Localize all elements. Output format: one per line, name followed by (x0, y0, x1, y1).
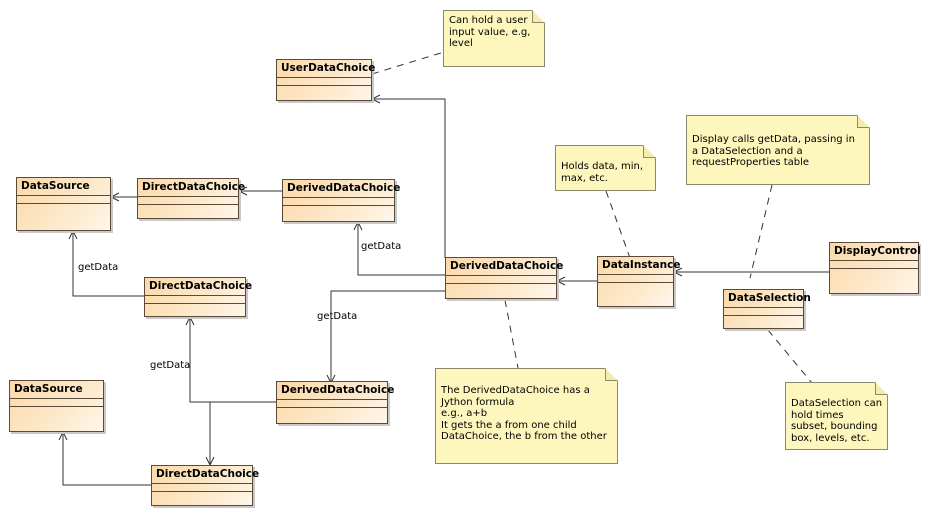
arrowhead-datasource-bottom (58, 430, 68, 441)
class-operations (277, 86, 371, 93)
arrowhead-userdatachoice (370, 94, 381, 104)
class-name: DerivedDataChoice (277, 382, 394, 400)
edge-derived-2-to-direct-2 (189, 317, 276, 403)
note-fold-corner (875, 382, 888, 395)
class-data-selection[interactable]: DataSelection (723, 289, 811, 329)
note-holds-data: Holds data, min, max, etc. (555, 145, 656, 191)
note-derived-formula: The DerivedDataChoice has a Jython formu… (435, 368, 618, 464)
class-attributes (17, 196, 110, 204)
class-name: DerivedDataChoice (446, 258, 563, 276)
class-attributes (277, 78, 371, 86)
class-direct-data-choice-2[interactable]: DirectDataChoice (144, 277, 252, 317)
edge-main-to-derived-1 (357, 222, 445, 276)
edge-label-getdata: getData (317, 311, 358, 322)
class-name: DirectDataChoice (138, 179, 245, 197)
class-attributes (598, 275, 673, 283)
class-derived-data-choice-1[interactable]: DerivedDataChoice (282, 179, 400, 222)
class-operations (446, 284, 556, 291)
class-operations (598, 283, 673, 290)
note-display-calls: Display calls getData, passing in a Data… (686, 115, 870, 185)
edge-direct-3-to-datasource-bottom (62, 432, 152, 486)
class-operations (830, 269, 918, 276)
note-link-holds-data (605, 190, 631, 259)
note-link-derived-formula (504, 299, 519, 369)
class-operations (138, 205, 238, 212)
class-name: DisplayControl (830, 243, 921, 261)
note-text: Display calls getData, passing in a Data… (686, 115, 870, 185)
class-operations (283, 206, 394, 213)
edge-label-getdata: getData (78, 262, 119, 273)
class-attributes (277, 400, 387, 408)
arrowhead-direct-2 (185, 315, 195, 326)
class-attributes (138, 197, 238, 205)
class-user-data-choice[interactable]: UserDataChoice (276, 59, 375, 101)
note-fold-corner (857, 115, 870, 128)
class-operations (152, 492, 252, 499)
class-attributes (283, 198, 394, 206)
class-attributes (10, 399, 103, 407)
class-name: DataSource (10, 381, 103, 399)
edge-label-getdata: getData (361, 241, 402, 252)
class-name: DataSource (17, 178, 110, 196)
arrowhead-derived-1 (353, 220, 363, 231)
edge-direct-2-to-datasource (72, 231, 145, 297)
note-link-user-value (371, 51, 445, 75)
class-derived-data-choice-2[interactable]: DerivedDataChoice (276, 381, 394, 424)
class-attributes (724, 308, 803, 316)
class-name: DataSelection (724, 290, 811, 308)
class-attributes (145, 296, 245, 304)
class-attributes (830, 261, 918, 269)
arrowhead-main (555, 276, 566, 286)
class-name: DerivedDataChoice (283, 180, 400, 198)
arrowhead-datasource-top-1 (109, 192, 120, 202)
class-data-source-bottom[interactable]: DataSource (9, 380, 104, 432)
note-text: DataSelection can hold times subset, bou… (785, 382, 888, 450)
class-operations (10, 407, 103, 414)
arrowhead-datainstance (672, 267, 683, 277)
note-selection-holds: DataSelection can hold times subset, bou… (785, 382, 888, 450)
class-attributes (446, 276, 556, 284)
arrowhead-datasource-top-2 (68, 229, 78, 240)
class-direct-data-choice-3[interactable]: DirectDataChoice (151, 465, 259, 506)
class-data-source-top[interactable]: DataSource (16, 177, 111, 231)
edge-main-to-userdatachoice (372, 98, 446, 258)
note-fold-corner (605, 368, 618, 381)
note-text: Can hold a user input value, e.g, level (443, 10, 545, 67)
class-name: DirectDataChoice (152, 466, 259, 484)
class-name: UserDataChoice (277, 60, 375, 78)
class-operations (724, 316, 803, 323)
edge-main-to-derived-2 (330, 290, 445, 383)
class-name: DataInstance (598, 257, 680, 275)
note-fold-corner (532, 10, 545, 23)
class-derived-data-choice-main[interactable]: DerivedDataChoice (445, 257, 563, 299)
class-direct-data-choice-1[interactable]: DirectDataChoice (137, 178, 245, 219)
note-user-value: Can hold a user input value, e.g, level (443, 10, 545, 67)
class-attributes (152, 484, 252, 492)
class-display-control[interactable]: DisplayControl (829, 242, 921, 294)
note-text: The DerivedDataChoice has a Jython formu… (435, 368, 618, 464)
note-fold-corner (643, 145, 656, 158)
class-data-instance[interactable]: DataInstance (597, 256, 680, 307)
arrowhead-direct-1 (237, 186, 248, 196)
class-name: DirectDataChoice (145, 278, 252, 296)
class-operations (145, 304, 245, 311)
note-link-selection-holds (767, 329, 813, 384)
note-link-display-calls (749, 184, 773, 279)
note-text: Holds data, min, max, etc. (555, 145, 656, 191)
class-operations (277, 408, 387, 415)
class-operations (17, 204, 110, 211)
edge-label-getdata: getData (150, 360, 191, 371)
